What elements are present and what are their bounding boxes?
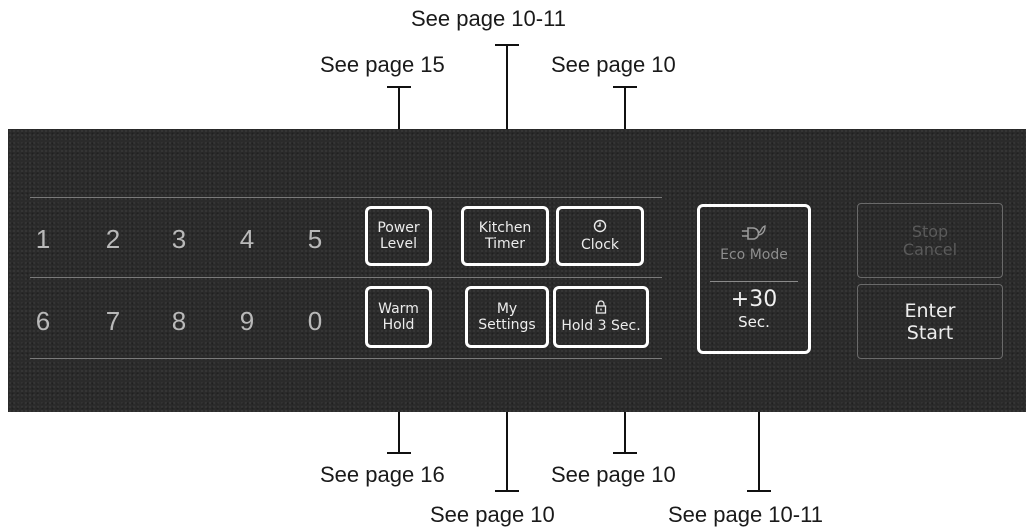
number-key-5[interactable]: 5 — [307, 224, 323, 254]
enter-start-button[interactable]: Enter Start — [857, 284, 1003, 359]
power-level-label-line2: Level — [380, 236, 417, 252]
callout-top-right: See page 10 — [551, 52, 676, 77]
enter-start-label-line1: Enter — [904, 299, 956, 322]
control-panel — [8, 129, 1026, 412]
number-key-3[interactable]: 3 — [171, 224, 187, 254]
clock-icon — [593, 219, 607, 237]
leader-line-bottom-right — [758, 352, 760, 492]
number-key-2[interactable]: 2 — [105, 224, 121, 254]
stop-cancel-label-line1: Stop — [911, 221, 949, 241]
clock-label: Clock — [580, 237, 620, 253]
kitchen-timer-label-line1: Kitchen — [478, 220, 532, 236]
hold-3-sec-button[interactable]: Hold 3 Sec. — [553, 286, 649, 348]
warm-hold-label-line1: Warm — [378, 301, 419, 317]
eco-plus30-button-group: Eco Mode +30 Sec. — [697, 204, 811, 354]
warm-hold-label-line2: Hold — [382, 317, 415, 333]
eco-separator — [710, 281, 798, 282]
plus30-label: +30 — [730, 287, 778, 312]
hold-3-sec-label: Hold 3 Sec. — [561, 318, 641, 334]
stop-cancel-button[interactable]: Stop Cancel — [857, 203, 1003, 278]
kitchen-timer-button[interactable]: Kitchen Timer — [461, 206, 549, 266]
eco-plug-icon — [739, 223, 769, 247]
stop-cancel-label-line2: Cancel — [902, 239, 958, 259]
callout-bottom-center-right: See page 10 — [551, 462, 676, 487]
my-settings-label-line2: Settings — [478, 317, 536, 333]
number-key-7[interactable]: 7 — [105, 306, 121, 336]
number-key-8[interactable]: 8 — [171, 306, 187, 336]
warm-hold-button[interactable]: Warm Hold — [365, 286, 432, 348]
leader-cap-bottom-center — [495, 490, 519, 492]
plus30-sec-button[interactable]: +30 Sec. — [700, 287, 808, 331]
leader-line-top-center — [506, 44, 508, 204]
number-key-9[interactable]: 9 — [239, 306, 255, 336]
panel-divider-top — [30, 197, 662, 198]
eco-mode-button[interactable]: Eco Mode — [700, 207, 808, 279]
callout-top-left: See page 15 — [320, 52, 445, 77]
power-level-label-line1: Power — [377, 220, 420, 236]
power-level-button[interactable]: Power Level — [365, 206, 432, 266]
clock-button[interactable]: Clock — [556, 206, 644, 266]
callout-top-center: See page 10-11 — [411, 6, 566, 31]
kitchen-timer-label-line2: Timer — [484, 236, 526, 252]
number-key-4[interactable]: 4 — [239, 224, 255, 254]
panel-divider-middle — [30, 277, 662, 278]
leader-cap-bottom-right — [747, 490, 771, 492]
callout-bottom-left: See page 16 — [320, 462, 445, 487]
lock-icon — [595, 300, 607, 318]
my-settings-button[interactable]: My Settings — [465, 286, 549, 348]
panel-divider-bottom — [30, 358, 662, 359]
leader-cap-bottom-left — [387, 452, 411, 454]
my-settings-label-line1: My — [496, 301, 518, 317]
callout-bottom-center: See page 10 — [430, 502, 555, 527]
eco-mode-label: Eco Mode — [720, 247, 788, 263]
plus30-sec-label: Sec. — [738, 313, 770, 331]
leader-line-bottom-center — [506, 352, 508, 492]
number-key-1[interactable]: 1 — [35, 224, 51, 254]
enter-start-label-line2: Start — [906, 321, 954, 344]
number-key-0[interactable]: 0 — [307, 306, 323, 336]
number-key-6[interactable]: 6 — [35, 306, 51, 336]
leader-cap-bottom-center-right — [613, 452, 637, 454]
callout-bottom-right: See page 10-11 — [668, 502, 823, 527]
